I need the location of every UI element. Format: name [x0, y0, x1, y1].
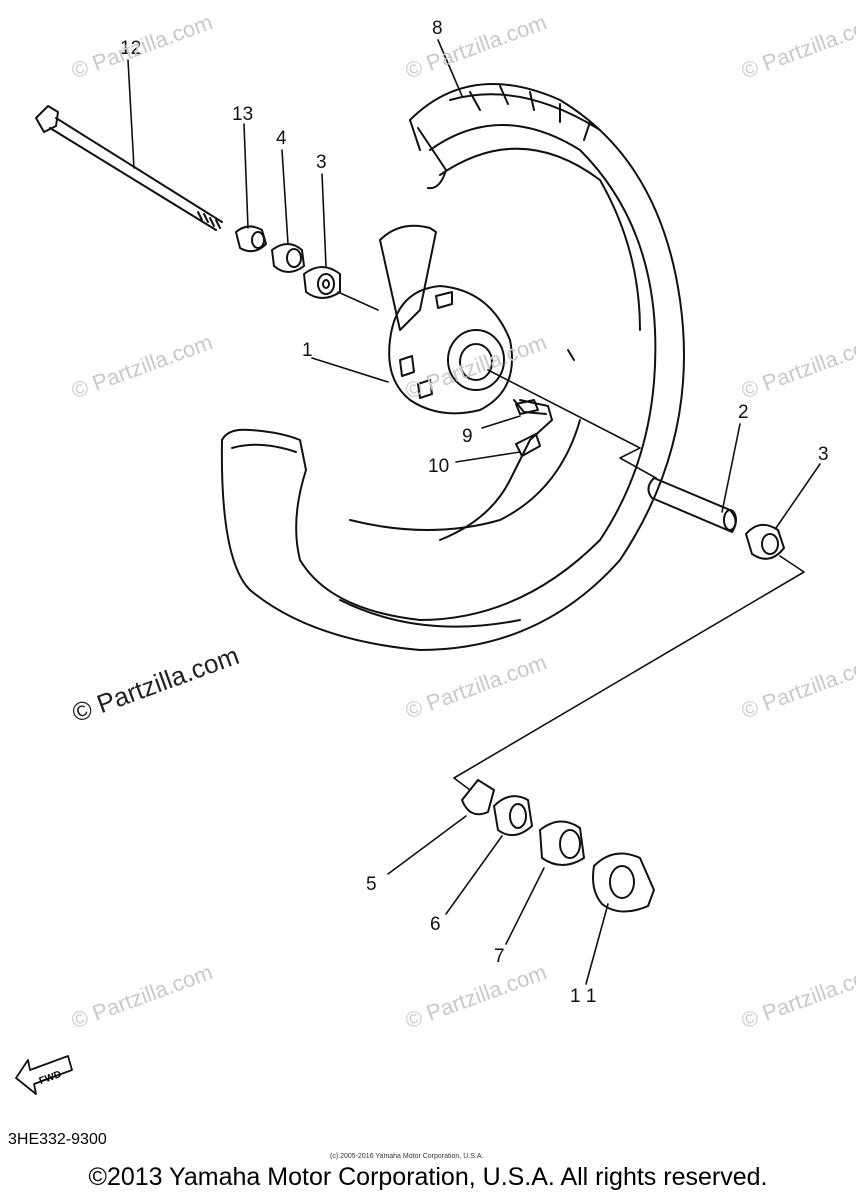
callout-7: 7: [494, 946, 505, 967]
callout-4: 4: [276, 128, 287, 149]
collar-7: [539, 820, 585, 866]
callout-13: 13: [232, 104, 254, 125]
callout-10: 10: [428, 456, 450, 477]
callout-3-right: 3: [818, 444, 829, 465]
copyright-line: ©2013 Yamaha Motor Corporation, U.S.A. A…: [88, 1163, 768, 1191]
collar-13: [235, 225, 267, 253]
gear-unit-11: [592, 852, 655, 913]
callout-1: 1: [302, 340, 313, 361]
valve-stem: [515, 399, 541, 457]
callout-9: 9: [462, 426, 473, 447]
small-copyright: (c) 2005-2016 Yamaha Motor Corporation, …: [330, 1153, 484, 1160]
callout-8: 8: [432, 18, 443, 39]
tire-rim: [220, 83, 685, 651]
oil-seal-4: [271, 243, 305, 273]
oil-seal-6: [493, 795, 533, 837]
callout-2: 2: [738, 402, 749, 423]
bearing-3-left: [303, 266, 341, 299]
part-code: 3HE332-9300: [8, 1131, 107, 1148]
callout-3-left: 3: [316, 152, 327, 173]
axle-spacer-2: [647, 477, 737, 533]
callout-12: 12: [120, 38, 142, 59]
leader-lines: [127, 39, 821, 985]
axle-bolt: [35, 105, 223, 231]
bearing-3-right: [745, 523, 785, 560]
wheel-hub: [379, 224, 575, 541]
callout-6: 6: [430, 914, 441, 935]
fwd-arrow-icon: [15, 1055, 73, 1095]
callout-5: 5: [366, 874, 377, 895]
callout-11: 1 1: [570, 986, 597, 1007]
retainer-5: [461, 779, 495, 816]
